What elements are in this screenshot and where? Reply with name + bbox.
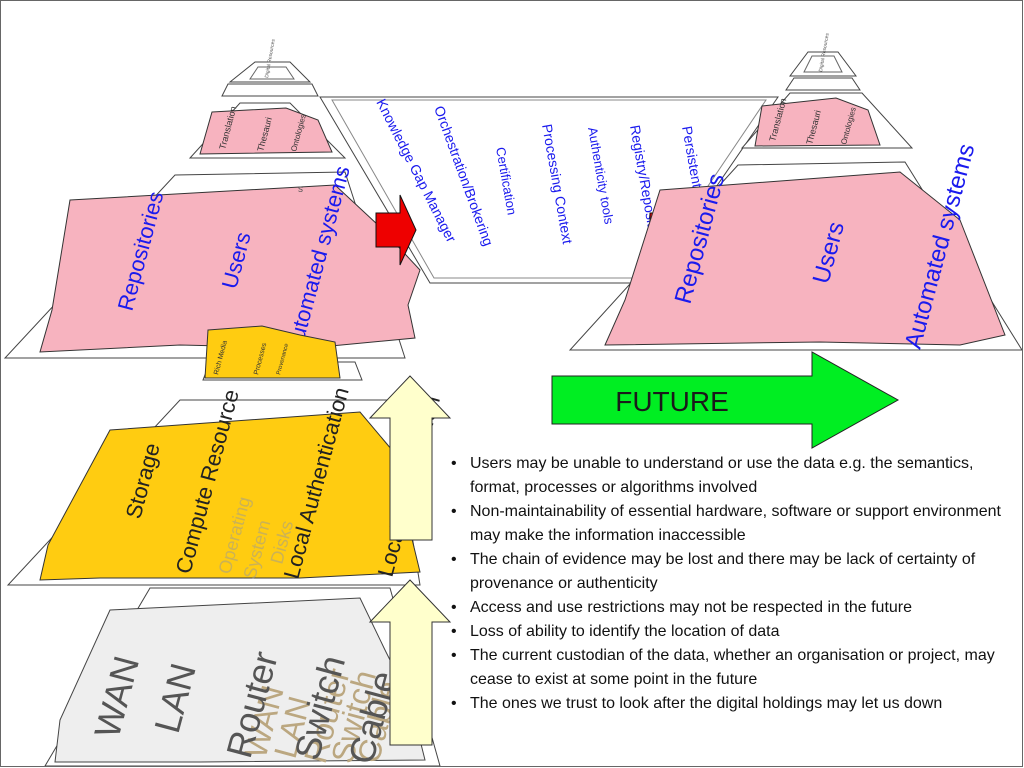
middle-main-yellow — [39, 411, 421, 581]
future-arrow-label: FUTURE — [615, 386, 729, 417]
top-tier-inner — [249, 66, 295, 80]
bottom-pyramid: WAN LAN Router Switch Cable WAN LAN Rout… — [44, 587, 441, 768]
future-main-tier-pink — [604, 171, 1006, 346]
bullet-item: The chain of evidence may be lost and th… — [448, 548, 1020, 596]
future-second-tier — [785, 77, 861, 91]
up-arrows — [368, 375, 452, 746]
risk-bullet-list: Users may be unable to understand or use… — [448, 452, 1020, 716]
bullet-item: Users may be unable to understand or use… — [448, 452, 1020, 500]
future-arrow — [551, 351, 900, 449]
third-tier-pink — [199, 107, 333, 155]
bullet-item: Access and use restrictions may not be r… — [448, 596, 1020, 620]
upper-pyramid: Digital Resources Translation Thesauri O… — [3, 38, 421, 359]
stray-char: s — [298, 184, 303, 195]
future-third-tier-pink — [754, 97, 881, 147]
up-arrow-upper — [368, 375, 452, 541]
bullet-item: The ones we trust to look after the digi… — [448, 692, 1020, 716]
future-pyramid: Digital Resources Translation Thesauri O… — [568, 32, 1023, 352]
up-arrow-lower — [368, 579, 452, 746]
bottom-tier-grey — [54, 597, 426, 763]
red-arrow-into-funnel — [375, 194, 417, 266]
small-tier-yellow — [204, 325, 341, 379]
bullet-item: Loss of ability to identify the location… — [448, 620, 1020, 644]
second-tier — [221, 83, 319, 97]
main-tier-pink — [39, 184, 421, 353]
bullet-item: Non-maintainability of essential hardwar… — [448, 500, 1020, 548]
bullet-item: The current custodian of the data, wheth… — [448, 644, 1020, 692]
future-top-tier-inner — [803, 55, 843, 73]
